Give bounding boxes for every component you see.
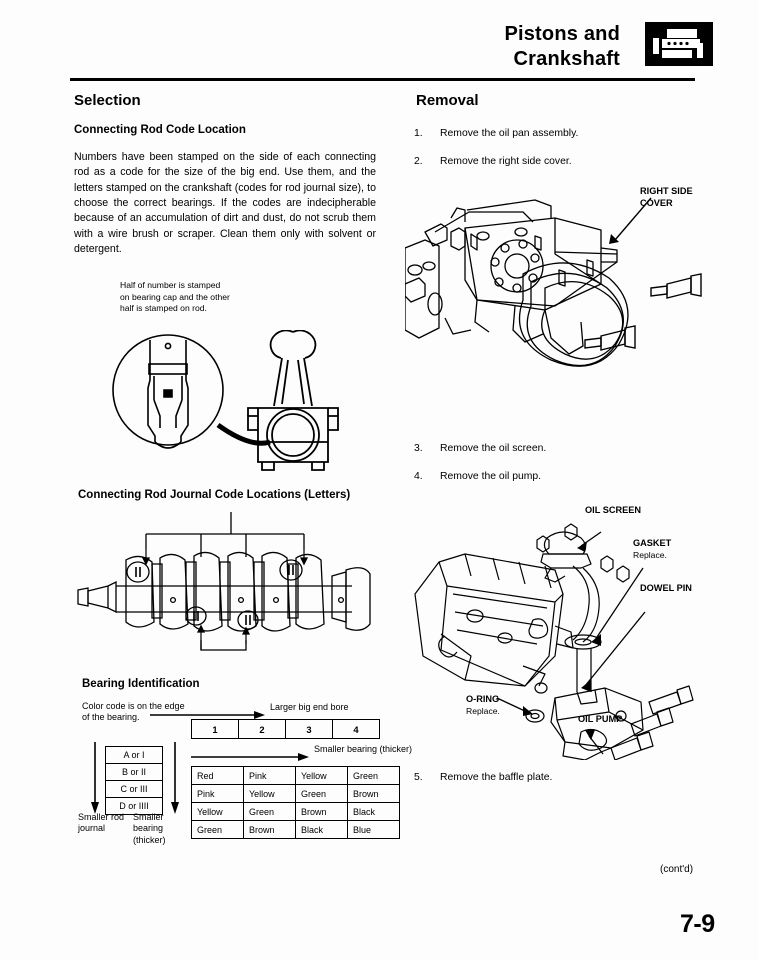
smaller-rod-journal-arrow bbox=[90, 742, 100, 814]
removal-step: 1. Remove the oil pan assembly. bbox=[414, 128, 734, 142]
color-cell: Green bbox=[243, 802, 296, 821]
color-cell: Red bbox=[191, 766, 244, 785]
header-divider bbox=[70, 78, 695, 81]
removal-step: 2. Remove the right side cover. bbox=[414, 156, 734, 170]
oring-label: O-RING Replace. bbox=[466, 694, 500, 716]
right-side-cover-label-line1: RIGHT SIDE bbox=[640, 186, 693, 196]
color-code-note: Color code is on the edge of the bearing… bbox=[82, 701, 185, 723]
smaller-bearing-arrow-vertical bbox=[170, 742, 180, 814]
table-row: A or I bbox=[105, 746, 163, 764]
color-cell: Yellow bbox=[295, 766, 348, 785]
bearing-identification-heading: Bearing Identification bbox=[82, 678, 200, 690]
table-row: Yellow Green Brown Black bbox=[191, 802, 400, 821]
table-row: 1 2 3 4 bbox=[191, 719, 380, 739]
engine-block-icon bbox=[645, 22, 713, 66]
selection-heading: Selection bbox=[74, 92, 141, 109]
step-text: Remove the oil pan assembly. bbox=[440, 128, 579, 139]
smaller-rod-journal-caption: Smaller rod journal bbox=[78, 812, 125, 834]
step-number: 3. bbox=[414, 443, 423, 454]
step-text: Remove the oil screen. bbox=[440, 443, 547, 454]
dowel-pin-label: DOWEL PIN bbox=[640, 583, 692, 593]
smaller-bearing-caption-vertical: Smaller bearing (thicker) bbox=[133, 812, 166, 845]
page-number: 7-9 bbox=[680, 910, 715, 938]
color-cell: Brown bbox=[295, 802, 348, 821]
step-number: 5. bbox=[414, 772, 423, 783]
table-row: Pink Yellow Green Brown bbox=[191, 784, 400, 803]
bearing-number-code-table: 1 2 3 4 bbox=[191, 719, 380, 739]
removal-step: 3. Remove the oil screen. bbox=[414, 443, 734, 457]
journal-code-locations-heading: Connecting Rod Journal Code Locations (L… bbox=[78, 489, 351, 501]
right-side-cover-label-line2: COVER bbox=[640, 197, 673, 208]
color-cell: Black bbox=[347, 802, 400, 821]
gasket-label: GASKET Replace. bbox=[633, 538, 671, 560]
color-cell: Brown bbox=[243, 820, 296, 839]
step-number: 2. bbox=[414, 156, 423, 167]
letter-code-cell: A or I bbox=[105, 746, 163, 764]
step-number: 1. bbox=[414, 128, 423, 139]
oil-pump-label: OIL PUMP bbox=[578, 714, 623, 724]
page-title-line1: Pistons and bbox=[504, 23, 620, 45]
table-row: C or III bbox=[105, 780, 163, 798]
oil-screen-label: OIL SCREEN bbox=[585, 505, 641, 515]
oring-replace-note: Replace. bbox=[466, 705, 500, 716]
larger-bore-caption: Larger big end bore bbox=[270, 702, 349, 712]
journal-letter-code-table: A or I B or II C or III D or IIII bbox=[105, 746, 163, 815]
connecting-rod-code-location-heading: Connecting Rod Code Location bbox=[74, 124, 246, 136]
letter-code-cell: B or II bbox=[105, 763, 163, 781]
number-code-cell: 1 bbox=[191, 719, 239, 739]
right-side-cover-label: RIGHT SIDE COVER bbox=[640, 186, 693, 209]
gasket-label-text: GASKET bbox=[633, 538, 672, 548]
removal-step: 5. Remove the baffle plate. bbox=[414, 772, 734, 786]
number-code-cell: 3 bbox=[285, 719, 333, 739]
larger-bore-arrow bbox=[150, 706, 265, 719]
color-cell: Yellow bbox=[191, 802, 244, 821]
selection-paragraph: Numbers have been stamped on the side of… bbox=[74, 151, 376, 256]
color-cell: Black bbox=[295, 820, 348, 839]
number-code-cell: 4 bbox=[332, 719, 380, 739]
connecting-rod-figure bbox=[110, 329, 372, 482]
oil-pump-figure bbox=[405, 516, 735, 761]
crankshaft-figure bbox=[76, 512, 386, 672]
table-row: B or II bbox=[105, 763, 163, 781]
color-cell: Pink bbox=[243, 766, 296, 785]
continued-note: (cont'd) bbox=[660, 864, 694, 875]
color-cell: Blue bbox=[347, 820, 400, 839]
color-cell: Pink bbox=[191, 784, 244, 803]
letter-code-cell: C or III bbox=[105, 780, 163, 798]
color-cell: Yellow bbox=[243, 784, 296, 803]
right-side-cover-figure bbox=[404, 188, 735, 430]
gasket-replace-note: Replace. bbox=[633, 549, 667, 560]
color-cell: Green bbox=[295, 784, 348, 803]
smaller-bearing-caption: Smaller bearing (thicker) bbox=[314, 744, 413, 754]
removal-step: 4. Remove the oil pump. bbox=[414, 471, 734, 485]
table-row: D or IIII bbox=[105, 797, 163, 815]
color-cell: Green bbox=[191, 820, 244, 839]
step-text: Remove the right side cover. bbox=[440, 156, 572, 167]
number-code-cell: 2 bbox=[238, 719, 286, 739]
color-cell: Green bbox=[347, 766, 400, 785]
step-text: Remove the baffle plate. bbox=[440, 772, 553, 783]
page-title-line2: Crankshaft bbox=[513, 48, 620, 70]
page-title: Pistons and Crankshaft bbox=[420, 22, 620, 72]
rod-callout-text: Half of number is stamped on bearing cap… bbox=[120, 280, 230, 314]
bearing-color-matrix-table: Red Pink Yellow Green Pink Yellow Green … bbox=[191, 766, 400, 839]
table-row: Green Brown Black Blue bbox=[191, 820, 400, 839]
letter-code-cell: D or IIII bbox=[105, 797, 163, 815]
removal-heading: Removal bbox=[416, 92, 479, 109]
step-text: Remove the oil pump. bbox=[440, 471, 542, 482]
oring-label-text: O-RING bbox=[466, 694, 500, 704]
color-cell: Brown bbox=[347, 784, 400, 803]
table-row: Red Pink Yellow Green bbox=[191, 766, 400, 785]
step-number: 4. bbox=[414, 471, 423, 482]
smaller-bearing-arrow bbox=[191, 748, 309, 761]
